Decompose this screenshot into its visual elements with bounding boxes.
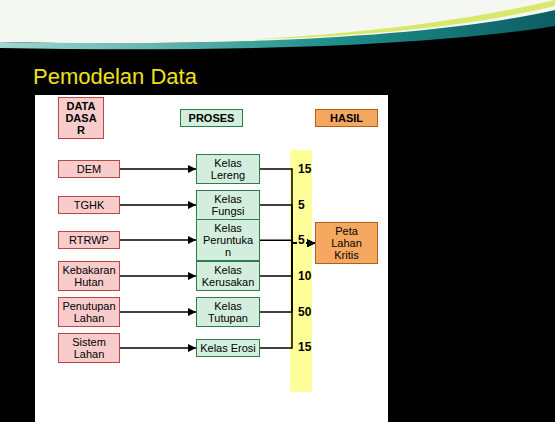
box-text: Kelas Fungsi [200, 193, 256, 217]
box-text: Peta Lahan Kritis [319, 225, 374, 261]
box-text: PROSES [184, 112, 239, 124]
column-header: PROSES [180, 109, 243, 127]
weight-number: 15 [297, 163, 312, 176]
flow-arrow [260, 169, 315, 243]
box-text: Kebakaran Hutan [62, 264, 116, 288]
result-box: Peta Lahan Kritis [315, 222, 378, 264]
process-box: Kelas Peruntukan [196, 219, 260, 261]
box-text: DATA DASAR [62, 100, 100, 136]
weight-number: 15 [297, 341, 312, 354]
process-box: Kelas Fungsi [196, 190, 260, 220]
data-box: Kebakaran Hutan [58, 261, 120, 291]
data-box: RTRWP [58, 231, 120, 249]
box-text: Kelas Tutupan [200, 300, 256, 324]
process-box: Kelas Erosi [196, 339, 260, 357]
data-box: TGHK [58, 196, 120, 214]
yellow-swoosh [240, 0, 555, 40]
flow-arrow [260, 243, 315, 312]
top-band [0, 0, 555, 43]
flow-arrow [260, 243, 315, 348]
box-text: Kelas Kerusakan [200, 264, 256, 288]
weight-band [290, 150, 312, 392]
flow-arrow [120, 168, 196, 170]
column-header: HASIL [315, 109, 378, 127]
box-text: TGHK [62, 199, 116, 211]
data-box: DEM [58, 160, 120, 178]
data-box: Sistem Lahan [58, 333, 120, 363]
box-text: Kelas Peruntukan [200, 222, 256, 258]
flow-arrow [260, 205, 315, 243]
flow-arrow [120, 311, 196, 313]
box-text: Kelas Erosi [200, 342, 256, 354]
flow-arrow [120, 275, 196, 277]
teal-swoosh [0, 10, 555, 49]
box-text: Kelas Lereng [200, 157, 256, 181]
process-box: Kelas Tutupan [196, 297, 260, 327]
weight-number: 10 [297, 270, 312, 283]
box-text: Penutupan Lahan [62, 300, 116, 324]
diagram-panel [35, 95, 388, 422]
data-box: Penutupan Lahan [58, 297, 120, 327]
box-text: Sistem Lahan [62, 336, 116, 360]
process-box: Kelas Lereng [196, 154, 260, 184]
column-header: DATA DASAR [58, 97, 104, 139]
weight-number: 5 [297, 234, 306, 247]
flow-arrow [120, 239, 196, 241]
flow-arrow [120, 204, 196, 206]
process-box: Kelas Kerusakan [196, 261, 260, 291]
weight-number: 5 [297, 199, 306, 212]
box-text: RTRWP [62, 234, 116, 246]
box-text: HASIL [319, 112, 374, 124]
box-text: DEM [62, 163, 116, 175]
weight-number: 50 [297, 306, 312, 319]
flow-arrow [120, 347, 196, 349]
slide-title: Pemodelan Data [33, 64, 197, 90]
